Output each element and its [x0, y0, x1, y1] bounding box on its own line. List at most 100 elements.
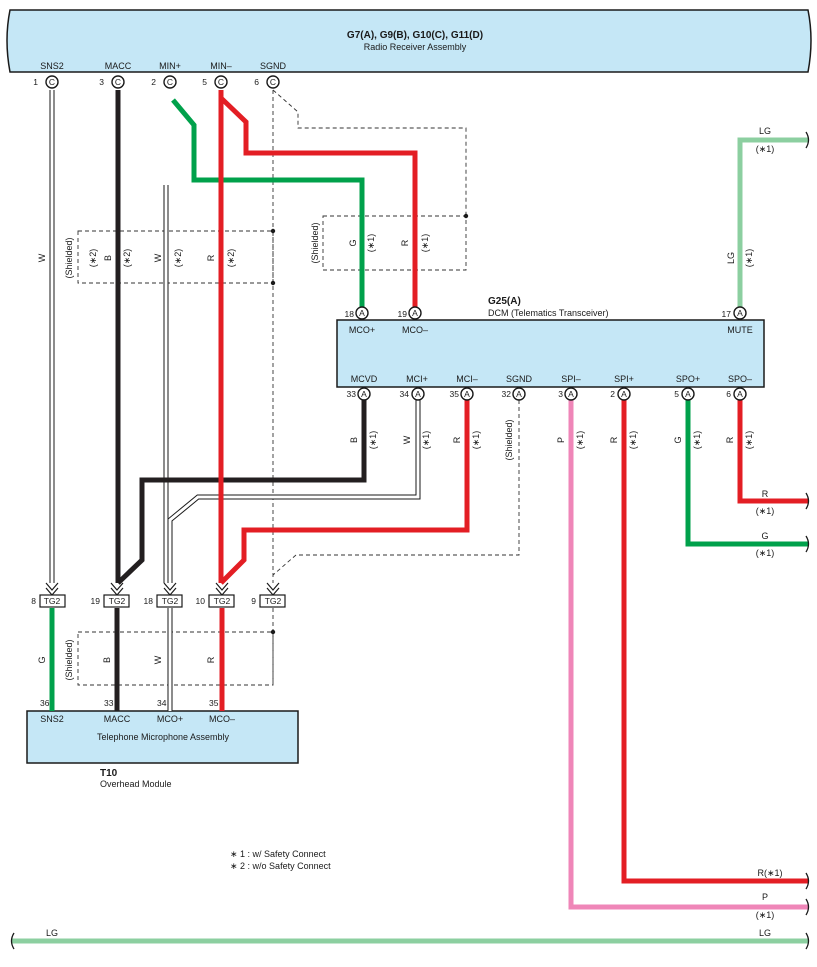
tg2-connector-18: TG2 18: [144, 582, 183, 608]
svg-text:C: C: [270, 77, 276, 87]
svg-text:A: A: [359, 308, 365, 318]
svg-text:(∗2): (∗2): [173, 249, 183, 268]
label-dcm-spo-minus: R: [725, 436, 735, 443]
break-marks: [10, 131, 810, 950]
dcm-label-mcvd: MCVD: [351, 374, 378, 384]
radio-terminal-1: 1 C: [33, 75, 59, 89]
svg-text:36: 36: [40, 698, 50, 708]
exit-spi-p: P: [762, 892, 768, 902]
svg-text:9: 9: [251, 596, 256, 606]
dcm-terminal-6: 6 A: [726, 387, 747, 401]
wires: [12, 90, 808, 944]
svg-text:TG2: TG2: [44, 596, 61, 606]
module-title: T10: [100, 768, 118, 779]
shield-box-lower: [77, 631, 274, 686]
svg-text:33: 33: [104, 698, 114, 708]
shield-box-upper-left: [77, 230, 274, 284]
radio-terminal-2: 2 C: [151, 75, 177, 89]
svg-text:35: 35: [209, 698, 219, 708]
telephone-microphone-assembly: SNS2 MACC MCO+ MCO– Telephone Microphone…: [26, 710, 299, 789]
svg-text:A: A: [737, 308, 743, 318]
radio-terminal-5: 5 C: [202, 75, 228, 89]
svg-text:(∗1): (∗1): [368, 431, 378, 450]
footnote-1: ∗ 1 : w/ Safety Connect: [230, 849, 326, 859]
svg-text:5: 5: [674, 389, 679, 399]
svg-text:A: A: [361, 389, 367, 399]
mic-label-mco-minus: MCO–: [209, 714, 235, 724]
svg-text:TG2: TG2: [109, 596, 126, 606]
wire-radio-min-minus-red-dcm: [219, 96, 418, 308]
svg-text:A: A: [415, 389, 421, 399]
dcm-label-mco-minus: MCO–: [402, 325, 428, 335]
svg-text:TG2: TG2: [214, 596, 231, 606]
shield-route-sgnd-dcm: [272, 89, 467, 216]
label-mic-sns2: G: [37, 656, 47, 663]
radio-terminal-6: 6 C: [254, 75, 280, 89]
dcm-terminal-19: 19 A: [398, 306, 422, 320]
label-dcm-spi-minus: P: [556, 437, 566, 443]
svg-text:3: 3: [99, 77, 104, 87]
svg-text:18: 18: [144, 596, 154, 606]
svg-text:33: 33: [347, 389, 357, 399]
radio-title: G7(A), G9(B), G10(C), G11(D): [347, 30, 483, 41]
mic-label-sns2: SNS2: [40, 714, 64, 724]
footnotes: ∗ 1 : w/ Safety Connect ∗ 2 : w/o Safety…: [230, 849, 331, 871]
radio-terminals: 1 C 3 C 2 C 5 C 6 C: [33, 75, 280, 89]
label-mic-mco-plus: W: [153, 655, 163, 664]
shield-route-dcm-sgnd: [272, 400, 520, 576]
svg-text:C: C: [115, 77, 121, 87]
tg2-connector-19: TG2 19: [91, 582, 130, 608]
wire-labels: W (Shielded) (∗2) B (∗2) W (∗2) R (∗2) (…: [37, 222, 754, 680]
label-mic-macc: B: [102, 657, 112, 663]
radio-label-sgnd: SGND: [260, 61, 287, 71]
svg-text:A: A: [568, 389, 574, 399]
wire-dcm-spo-plus-green: [685, 400, 808, 547]
dcm-label-sgnd: SGND: [506, 374, 533, 384]
dcm-label-spi-minus: SPI–: [561, 374, 581, 384]
dcm-label-mci-minus: MCI–: [456, 374, 478, 384]
svg-text:(∗1): (∗1): [756, 910, 775, 920]
svg-text:TG2: TG2: [162, 596, 179, 606]
dcm-terminal-17: 17 A: [722, 306, 747, 320]
svg-text:(∗2): (∗2): [226, 249, 236, 268]
svg-text:32: 32: [502, 389, 512, 399]
dcm-label-mci-plus: MCI+: [406, 374, 428, 384]
svg-text:5: 5: [202, 77, 207, 87]
label-dcm-mci-plus: W: [402, 435, 412, 444]
svg-text:6: 6: [726, 389, 731, 399]
svg-text:2: 2: [151, 77, 156, 87]
svg-text:34: 34: [157, 698, 167, 708]
svg-text:A: A: [516, 389, 522, 399]
wire-dcm-mci-minus-red: [219, 400, 470, 585]
wire-dcm-spi-minus-pink: [568, 400, 808, 910]
mic-label-mco-plus: MCO+: [157, 714, 183, 724]
label-dcm-mco-minus: R: [400, 239, 410, 246]
label-radio-min-plus: W: [153, 253, 163, 262]
label-radio-min-minus: R: [206, 254, 216, 261]
wire-dcm-mcvd-black: [116, 400, 367, 585]
module-subtitle: Overhead Module: [100, 779, 172, 789]
svg-text:19: 19: [398, 309, 408, 319]
svg-text:17: 17: [722, 309, 732, 319]
svg-text:A: A: [737, 389, 743, 399]
label-shield-dcm-sgnd: (Shielded): [504, 419, 514, 460]
label-radio-sns2: W: [37, 253, 47, 262]
exit-lg-top: LG: [759, 126, 771, 136]
footnote-2: ∗ 2 : w/o Safety Connect: [230, 861, 331, 871]
exit-bottom-right-lg: LG: [759, 928, 771, 938]
svg-text:6: 6: [254, 77, 259, 87]
svg-text:8: 8: [31, 596, 36, 606]
label-shield-lower: (Shielded): [64, 639, 74, 680]
svg-text:(∗1): (∗1): [756, 548, 775, 558]
svg-text:C: C: [167, 77, 173, 87]
label-dcm-spi-plus: R: [609, 436, 619, 443]
dcm-label-spo-plus: SPO+: [676, 374, 700, 384]
svg-text:(∗1): (∗1): [420, 234, 430, 253]
svg-text:(∗1): (∗1): [756, 506, 775, 516]
label-shield-upper-left: (Shielded): [64, 237, 74, 278]
label-radio-macc: B: [103, 255, 113, 261]
dcm-title: G25(A): [488, 296, 521, 307]
radio-label-sns2: SNS2: [40, 61, 64, 71]
dcm-label-mco-plus: MCO+: [349, 325, 375, 335]
